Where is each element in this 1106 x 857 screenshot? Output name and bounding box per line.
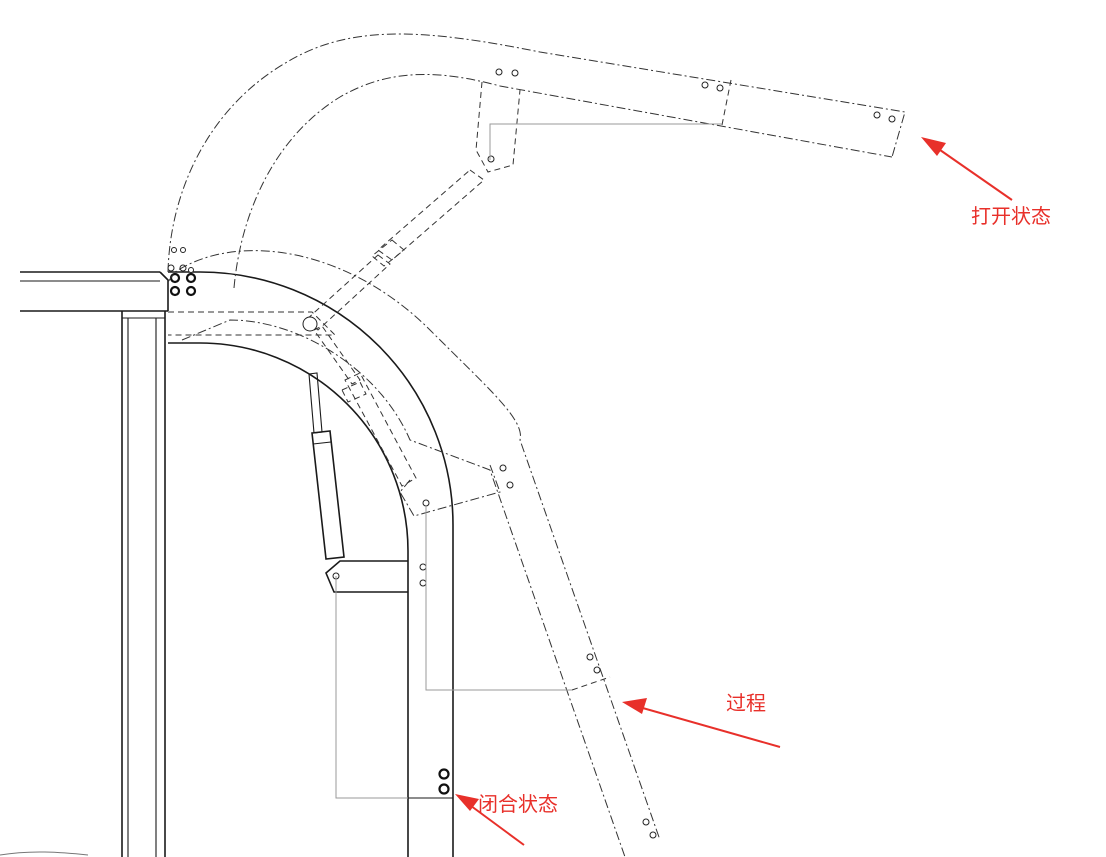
arm-closed <box>167 247 454 857</box>
gas-spring-open <box>305 169 485 331</box>
bolt-icon <box>438 783 450 795</box>
arrow-process-icon <box>622 698 781 748</box>
arm-process <box>167 250 661 857</box>
label-process: 过程 <box>726 691 766 715</box>
gas-spring-process <box>313 325 417 487</box>
sketch-mark <box>0 851 89 856</box>
label-closed-state: 闭合状态 <box>478 792 558 816</box>
arrow-closed-icon <box>455 794 525 846</box>
arm-open <box>167 33 906 332</box>
bolt-icon <box>438 768 450 780</box>
fixed-frame <box>20 271 169 857</box>
annotation-arrows <box>455 137 1013 846</box>
guide-lines <box>335 123 722 799</box>
label-open-state: 打开状态 <box>971 204 1051 228</box>
gas-spring-closed <box>308 372 345 560</box>
arrow-open-icon <box>921 137 1013 201</box>
